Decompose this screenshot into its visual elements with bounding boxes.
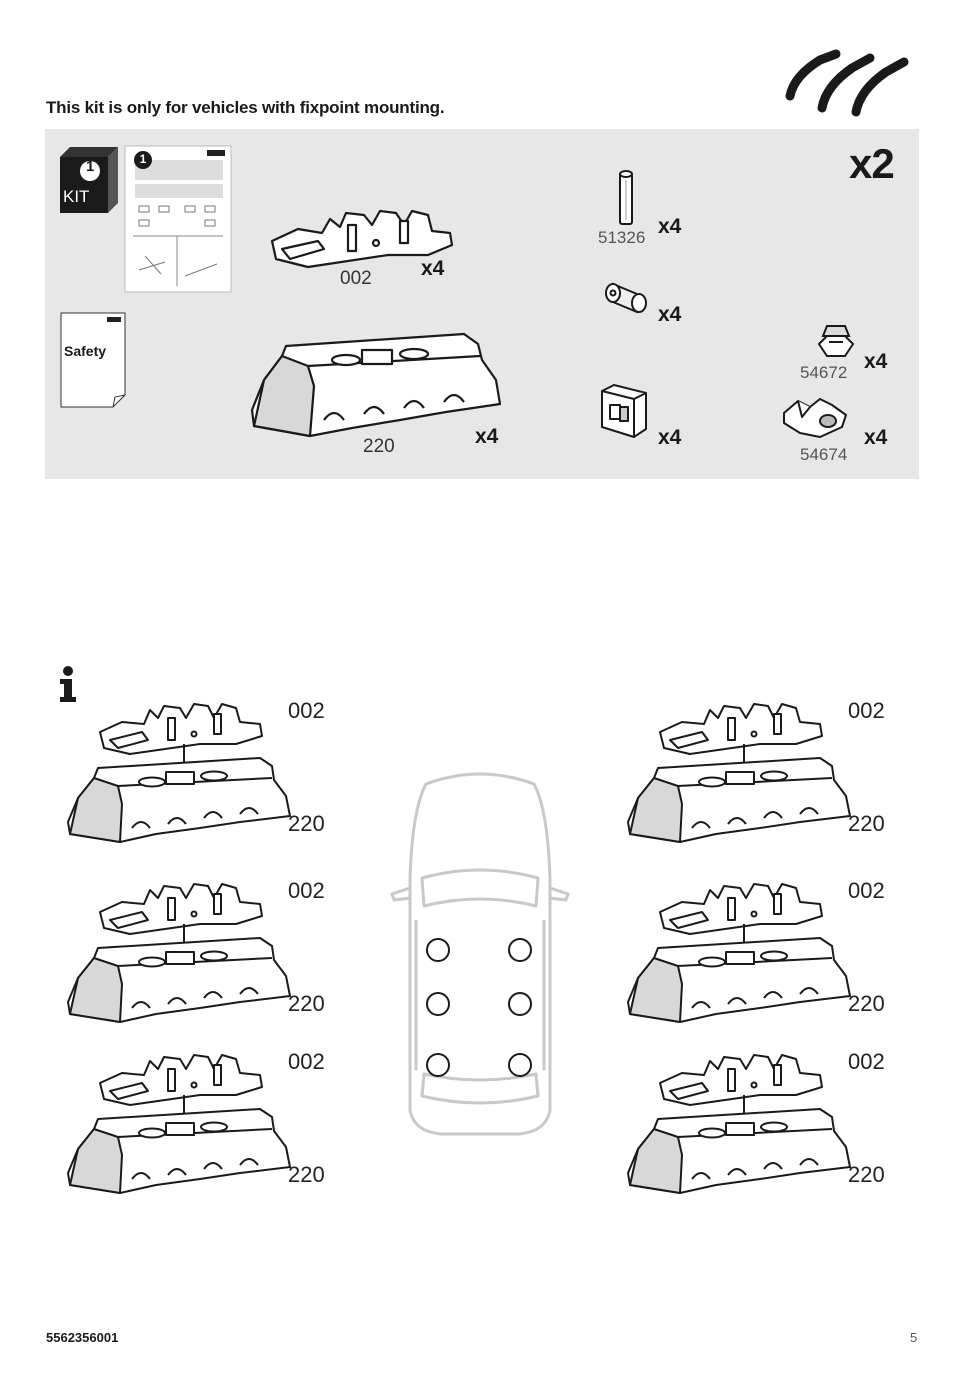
safety-sheet-icon — [60, 312, 126, 408]
document-number: 5562356001 — [46, 1330, 119, 1345]
assembly-top-part-label: 002 — [288, 1049, 325, 1074]
fixpoint-marker — [426, 992, 450, 1016]
assembly-base-part-label: 220 — [848, 991, 885, 1016]
part-220-icon — [250, 332, 502, 438]
instruction-sheet-icon — [124, 145, 232, 293]
nut-54672-qty: x4 — [864, 350, 888, 373]
assembly-top-part-label: 002 — [848, 698, 885, 723]
assembly-base-part-label: 220 — [288, 811, 325, 836]
safety-label: Safety — [64, 343, 107, 359]
cylinder-nut-qty: x4 — [658, 303, 682, 326]
nut-54672-number: 54672 — [800, 363, 848, 382]
kit-box-icon — [60, 147, 118, 213]
assembly-base-part-label: 220 — [288, 991, 325, 1016]
assembly-top-part-label: 002 — [848, 878, 885, 903]
foot-assembly-illustration — [67, 1054, 291, 1194]
kit-label: KIT — [63, 187, 90, 206]
assembly-top-part-label: 002 — [288, 698, 325, 723]
fixpoint-marker — [508, 1053, 532, 1077]
foot-assembly-illustration — [67, 883, 291, 1023]
foot-assembly-illustration — [627, 703, 851, 843]
assembly-base-part-label: 220 — [288, 1162, 325, 1187]
page-number: 5 — [910, 1330, 918, 1345]
fixpoint-marker — [426, 938, 450, 962]
assembly-base-part-label: 220 — [848, 1162, 885, 1187]
instruction-sheet-number: 1 — [139, 152, 147, 166]
roof-rack-feet-icon — [785, 49, 909, 117]
info-icon — [60, 666, 76, 702]
clamp-block-icon — [601, 384, 647, 438]
fixpoint-notice: This kit is only for vehicles with fixpo… — [46, 98, 445, 117]
fixpoint-marker — [508, 938, 532, 962]
part-220-qty: x4 — [475, 425, 499, 448]
assembly-top-part-label: 002 — [288, 878, 325, 903]
part-002-icon — [270, 209, 454, 269]
fixpoint-marker — [426, 1053, 450, 1077]
foot-assembly-illustration — [67, 703, 291, 843]
car-top-view — [390, 772, 570, 1136]
pin-51326-icon — [619, 170, 633, 225]
bracket-54674-number: 54674 — [800, 445, 848, 464]
fixpoint-markers — [426, 938, 532, 1077]
nut-54672-icon — [817, 325, 855, 357]
kit-number: 1 — [86, 158, 95, 175]
part-002-number: 002 — [340, 268, 372, 289]
set-multiplier: x2 — [849, 140, 895, 187]
part-002-qty: x4 — [421, 257, 445, 280]
foot-assembly-illustration — [627, 883, 851, 1023]
bracket-54674-icon — [783, 398, 847, 438]
cylinder-nut-icon — [605, 282, 647, 314]
assembly-base-part-label: 220 — [848, 811, 885, 836]
assembly-top-part-label: 002 — [848, 1049, 885, 1074]
fixpoint-marker — [508, 992, 532, 1016]
foot-assembly-illustration — [627, 1054, 851, 1194]
part-220-number: 220 — [363, 436, 395, 457]
clamp-block-qty: x4 — [658, 426, 682, 449]
pin-51326-number: 51326 — [598, 228, 646, 247]
bracket-54674-qty: x4 — [864, 426, 888, 449]
pin-51326-qty: x4 — [658, 215, 682, 238]
